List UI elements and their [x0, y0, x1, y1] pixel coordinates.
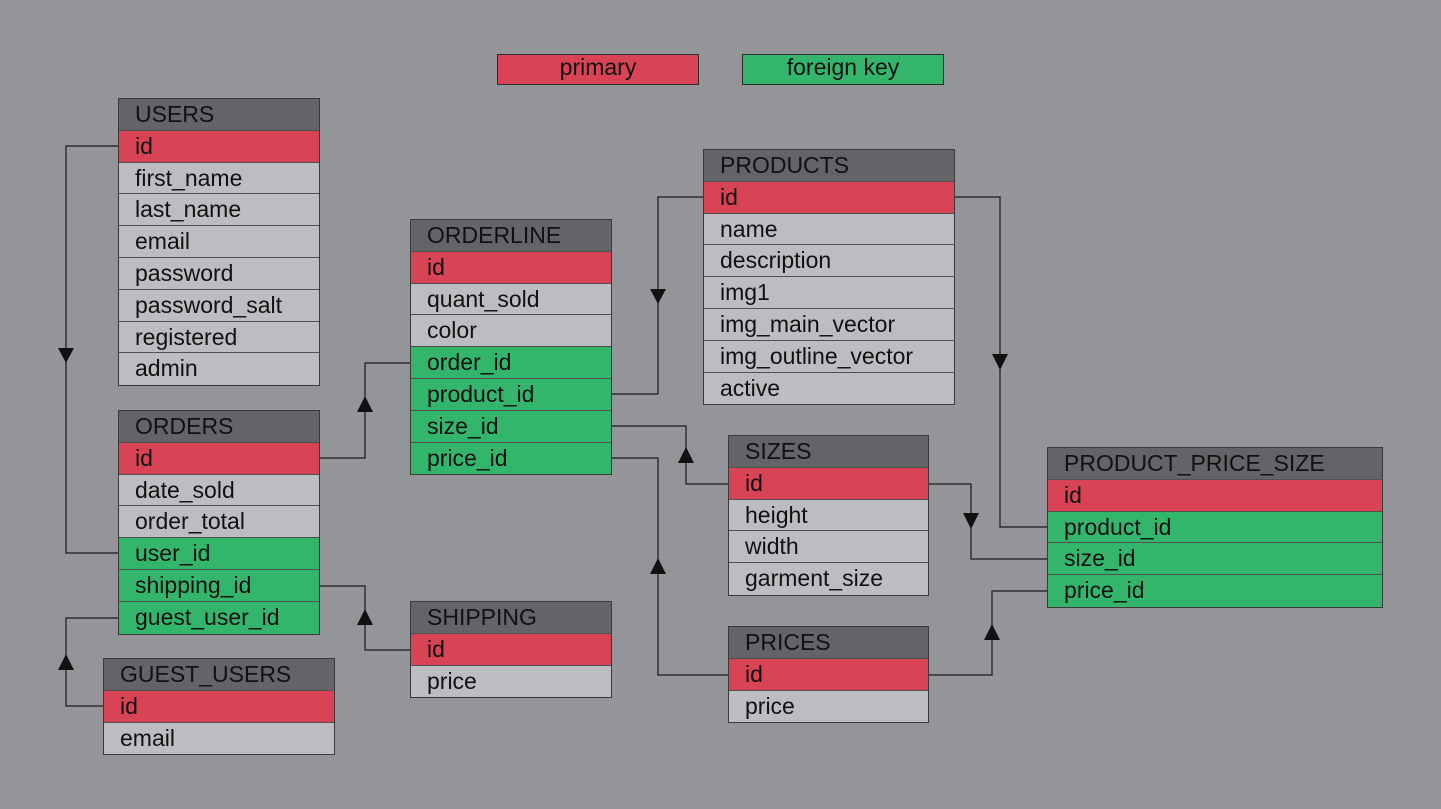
legend-primary-key: primary [497, 54, 699, 85]
entity-title: ORDERLINE [411, 220, 611, 252]
orderline-field-quant-sold: quant_sold [411, 283, 611, 316]
users-field-email: email [119, 226, 319, 258]
shipping-field-id: id [411, 633, 611, 666]
arrow-up-icon [357, 609, 373, 625]
arrow-down-icon [58, 348, 74, 363]
arrow-up-icon [58, 654, 74, 670]
orderline-field-size-id: size_id [411, 410, 611, 443]
orders-field-order-total: order_total [119, 506, 319, 539]
orderline-field-price-id: price_id [411, 442, 611, 475]
arrow-up-icon [357, 396, 373, 412]
products-field-img1: img1 [704, 277, 954, 309]
products-field-id: id [704, 181, 954, 214]
prices-field-price: price [729, 690, 928, 723]
orderline-field-order-id: order_id [411, 347, 611, 379]
link-prices-id-to-orderline-price-id [612, 457, 728, 676]
orderline-field-color: color [411, 315, 611, 348]
arrow-down-icon [992, 354, 1008, 370]
product-price-size-field-product-id: product_id [1048, 511, 1382, 544]
products-field-description: description [704, 245, 954, 278]
products-field-img-main-vector: img_main_vector [704, 308, 954, 341]
shipping-field-price: price [411, 665, 611, 698]
arrow-down-icon [963, 513, 979, 529]
arrow-up-icon [650, 558, 666, 574]
orders-field-id: id [119, 442, 319, 475]
product-price-size-field-id: id [1048, 479, 1382, 512]
sizes-field-height: height [729, 499, 928, 532]
entity-title: PRODUCT_PRICE_SIZE [1048, 448, 1382, 480]
entity-title: SHIPPING [411, 602, 611, 634]
entity-title: USERS [119, 99, 319, 131]
orderline-field-id: id [411, 251, 611, 284]
guest-users-field-id: id [104, 690, 334, 723]
orders-field-user-id: user_id [119, 538, 319, 570]
users-field-registered: registered [119, 321, 319, 354]
legend-foreign-key: foreign key [742, 54, 944, 85]
entity-title: SIZES [729, 436, 928, 468]
entity-title: ORDERS [119, 411, 319, 443]
sizes-field-id: id [729, 467, 928, 500]
entity-title: GUEST_USERS [104, 659, 334, 691]
arrow-up-icon [678, 447, 694, 463]
guest-users-field-email: email [104, 722, 334, 755]
prices-field-id: id [729, 658, 928, 691]
product-price-size-field-size-id: size_id [1048, 543, 1382, 576]
orders-field-shipping-id: shipping_id [119, 569, 319, 602]
users-field-id: id [119, 130, 319, 163]
users-field-first-name: first_name [119, 162, 319, 195]
users-field-password-salt: password_salt [119, 289, 319, 322]
product-price-size-field-price-id: price_id [1048, 575, 1382, 607]
link-users-id-to-orders-user-id [65, 145, 118, 554]
products-field-active: active [704, 372, 954, 405]
products-field-img-outline-vector: img_outline_vector [704, 340, 954, 373]
entity-title: PRODUCTS [704, 150, 954, 182]
arrow-down-icon [650, 289, 666, 304]
entity-title: PRICES [729, 627, 928, 659]
orderline-field-product-id: product_id [411, 378, 611, 411]
orders-field-date-sold: date_sold [119, 474, 319, 507]
sizes-field-width: width [729, 531, 928, 564]
products-field-name: name [704, 213, 954, 246]
orders-field-guest-user-id: guest_user_id [119, 601, 319, 634]
sizes-field-garment-size: garment_size [729, 563, 928, 595]
users-field-admin: admin [119, 353, 319, 386]
users-field-last-name: last_name [119, 194, 319, 227]
users-field-password: password [119, 257, 319, 290]
arrow-up-icon [984, 624, 1000, 640]
link-sizes-id-to-orderline-size-id [612, 425, 728, 485]
link-sizes-id-to-pps-size-id [929, 483, 1047, 560]
